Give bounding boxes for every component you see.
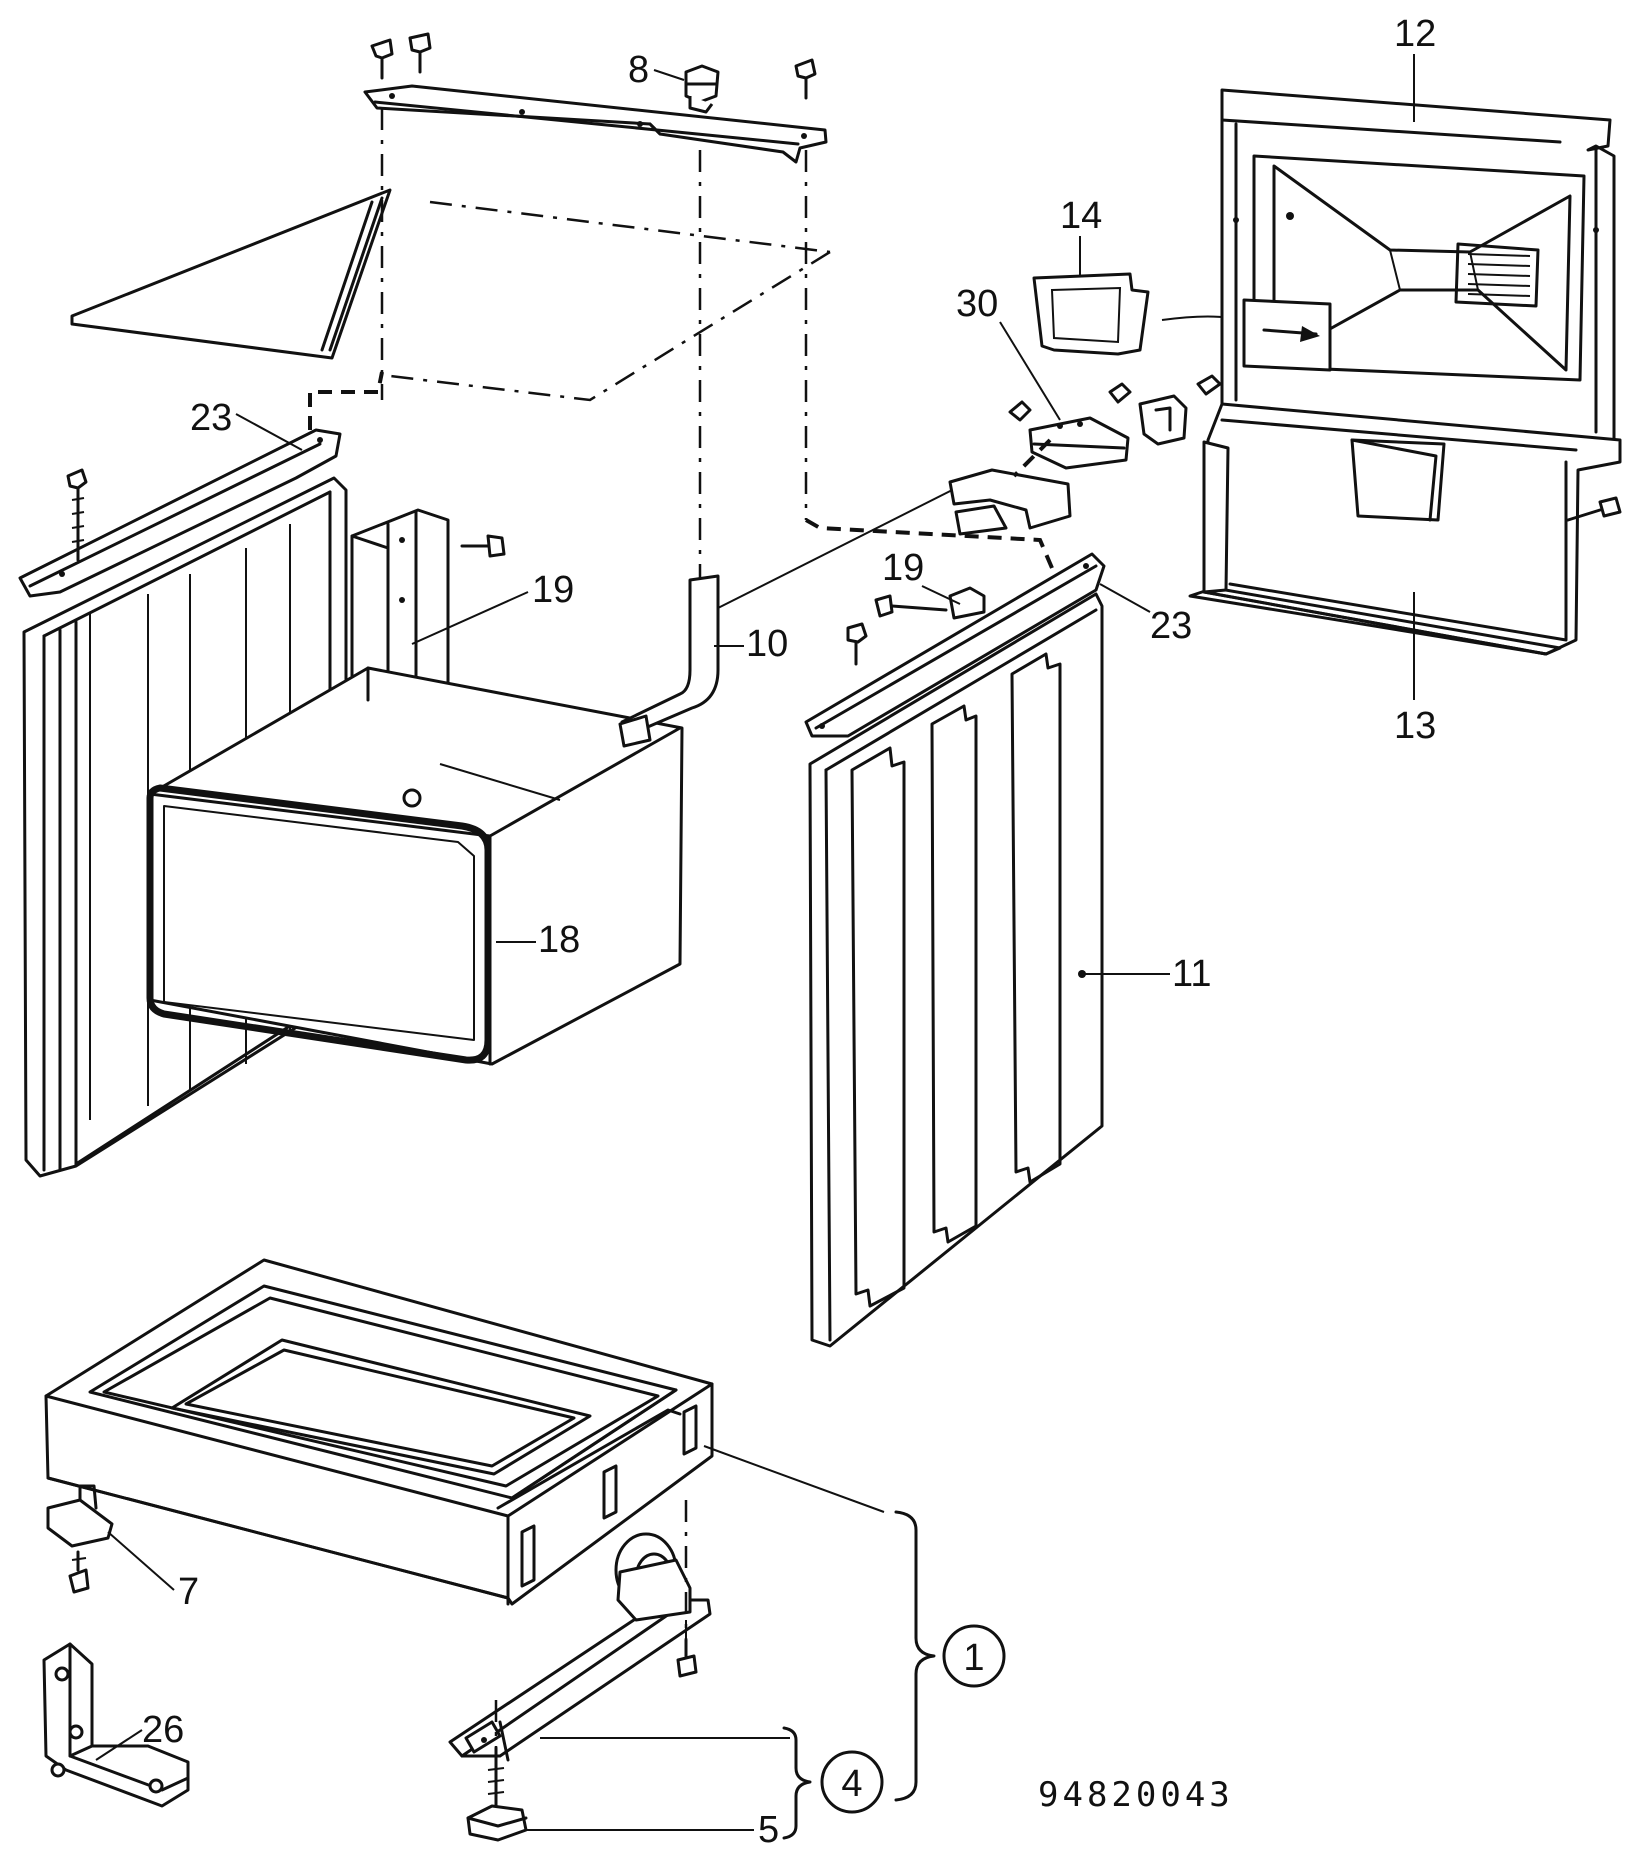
screw-left-rail — [66, 468, 88, 562]
screw-part-13 — [1566, 496, 1622, 522]
right-top-rail-part-23 — [804, 552, 1106, 738]
screw-top-2 — [408, 32, 432, 74]
brace-assembly-1 — [894, 1510, 936, 1802]
leg-rail-part-4 — [448, 1598, 712, 1762]
callout-19-left: 19 — [532, 569, 574, 611]
angle-bracket-part-26 — [42, 1642, 190, 1808]
frame-slot-2 — [602, 1464, 618, 1520]
callout-30: 30 — [956, 283, 998, 325]
screw-part-30-a — [1008, 374, 1222, 422]
callout-5: 5 — [758, 1809, 779, 1851]
drawing-number: 94820043 — [1038, 1775, 1234, 1815]
cover-plate-part-14 — [1032, 272, 1150, 356]
panel-rib-3 — [1010, 652, 1062, 1184]
callout-23-right: 23 — [1150, 605, 1192, 647]
callout-8: 8 — [628, 49, 649, 91]
screw-part-19-left — [460, 534, 506, 558]
circled-callout-1: 1 — [942, 1624, 1006, 1688]
bottom-panel-part-13 — [1188, 402, 1622, 656]
callout-26: 26 — [142, 1709, 184, 1751]
callout-10: 10 — [746, 623, 788, 665]
bracket-under-30 — [948, 468, 1072, 536]
panel-rib-1 — [850, 746, 906, 1308]
frame-slot-3 — [682, 1404, 698, 1456]
right-side-panel-part-11 — [808, 592, 1104, 1348]
circled-label-4: 4 — [841, 1763, 862, 1805]
cavity-part-18 — [148, 666, 684, 1066]
screw-top-1 — [370, 38, 394, 80]
vent-grille — [1467, 253, 1531, 297]
screw-top-3 — [794, 58, 817, 100]
base-frame-part-1 — [44, 1258, 714, 1606]
connector-clip — [1138, 394, 1188, 446]
screw-right-rail — [846, 622, 868, 666]
bracket-part-19-right — [948, 586, 986, 620]
top-panel — [70, 188, 392, 360]
panel-rib-2 — [930, 704, 978, 1244]
callout-19-right: 19 — [882, 547, 924, 589]
callout-11: 11 — [1172, 953, 1211, 995]
callout-7: 7 — [178, 1571, 199, 1613]
screw-part-19-right — [874, 594, 948, 618]
circled-label-1: 1 — [963, 1637, 984, 1679]
callout-13: 13 — [1394, 705, 1436, 747]
callout-12: 12 — [1394, 13, 1436, 55]
screw-part-7 — [68, 1550, 90, 1594]
frame-slot-1 — [520, 1524, 536, 1588]
wheel-part — [614, 1532, 692, 1622]
left-top-rail-part-23 — [18, 428, 342, 598]
callout-18: 18 — [538, 919, 580, 961]
leveling-foot-part-5 — [466, 1746, 528, 1842]
brace-assembly-4 — [782, 1726, 812, 1840]
clip-part-8 — [684, 64, 720, 114]
top-rail-part — [363, 84, 828, 164]
leveling-bracket-part-7 — [46, 1484, 114, 1548]
callout-14: 14 — [1060, 195, 1102, 237]
screw-part-4 — [676, 1620, 698, 1678]
callout-23-left: 23 — [190, 397, 232, 439]
rear-panel-part-12 — [1220, 88, 1616, 442]
door-seal-part-18 — [146, 784, 492, 1064]
circled-callout-4: 4 — [820, 1750, 884, 1814]
tube-part-10 — [618, 574, 720, 748]
terminal-block-part-30 — [1028, 416, 1130, 470]
